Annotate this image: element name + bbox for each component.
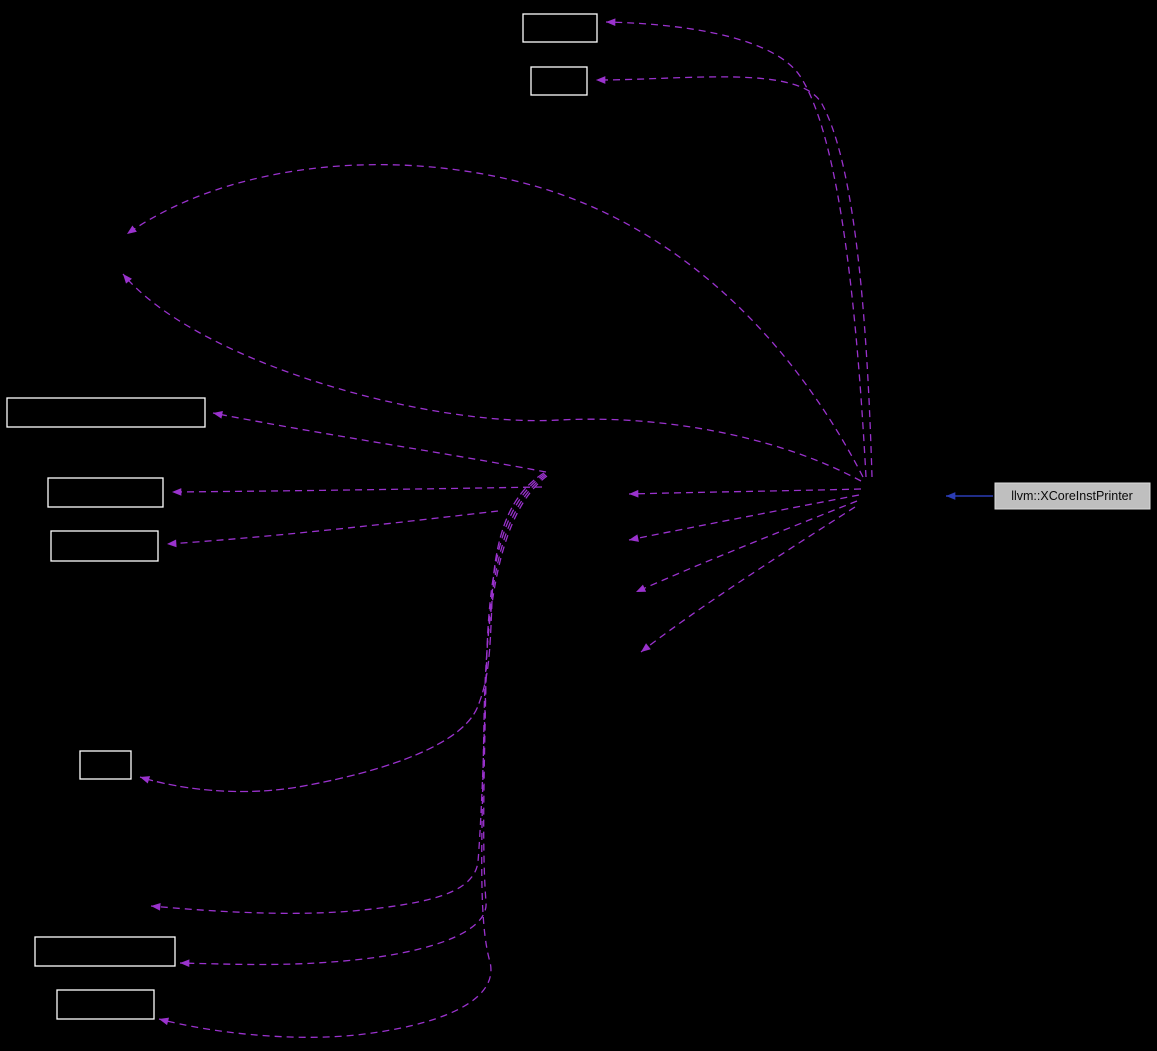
graph-node[interactable] [6,397,206,428]
usage-edge [640,506,856,653]
usage-edge [628,488,862,498]
usage-edge [605,18,867,478]
main-node-label: llvm::XCoreInstPrinter [1011,489,1133,503]
main-node-box[interactable] [994,482,1151,510]
graph-node[interactable] [79,750,132,780]
usage-edge [139,472,545,793]
usage-edge [166,510,499,548]
usage-edge [171,486,543,496]
graph-node[interactable] [47,477,164,508]
usage-edge [595,76,873,478]
usage-edge [628,494,860,542]
usage-edge [158,475,548,1038]
usage-edge [122,273,862,482]
graph-node[interactable] [530,66,588,96]
graph-node[interactable] [56,989,155,1020]
graph-node[interactable] [522,13,598,43]
usage-edge [126,164,864,478]
graph-node[interactable] [50,530,159,562]
usage-edge [212,411,547,473]
usage-edge [179,474,547,968]
graph-node[interactable] [34,936,176,967]
main-node[interactable]: llvm::XCoreInstPrinter [994,482,1151,510]
usage-edge [150,473,546,914]
usage-edge [635,500,858,593]
